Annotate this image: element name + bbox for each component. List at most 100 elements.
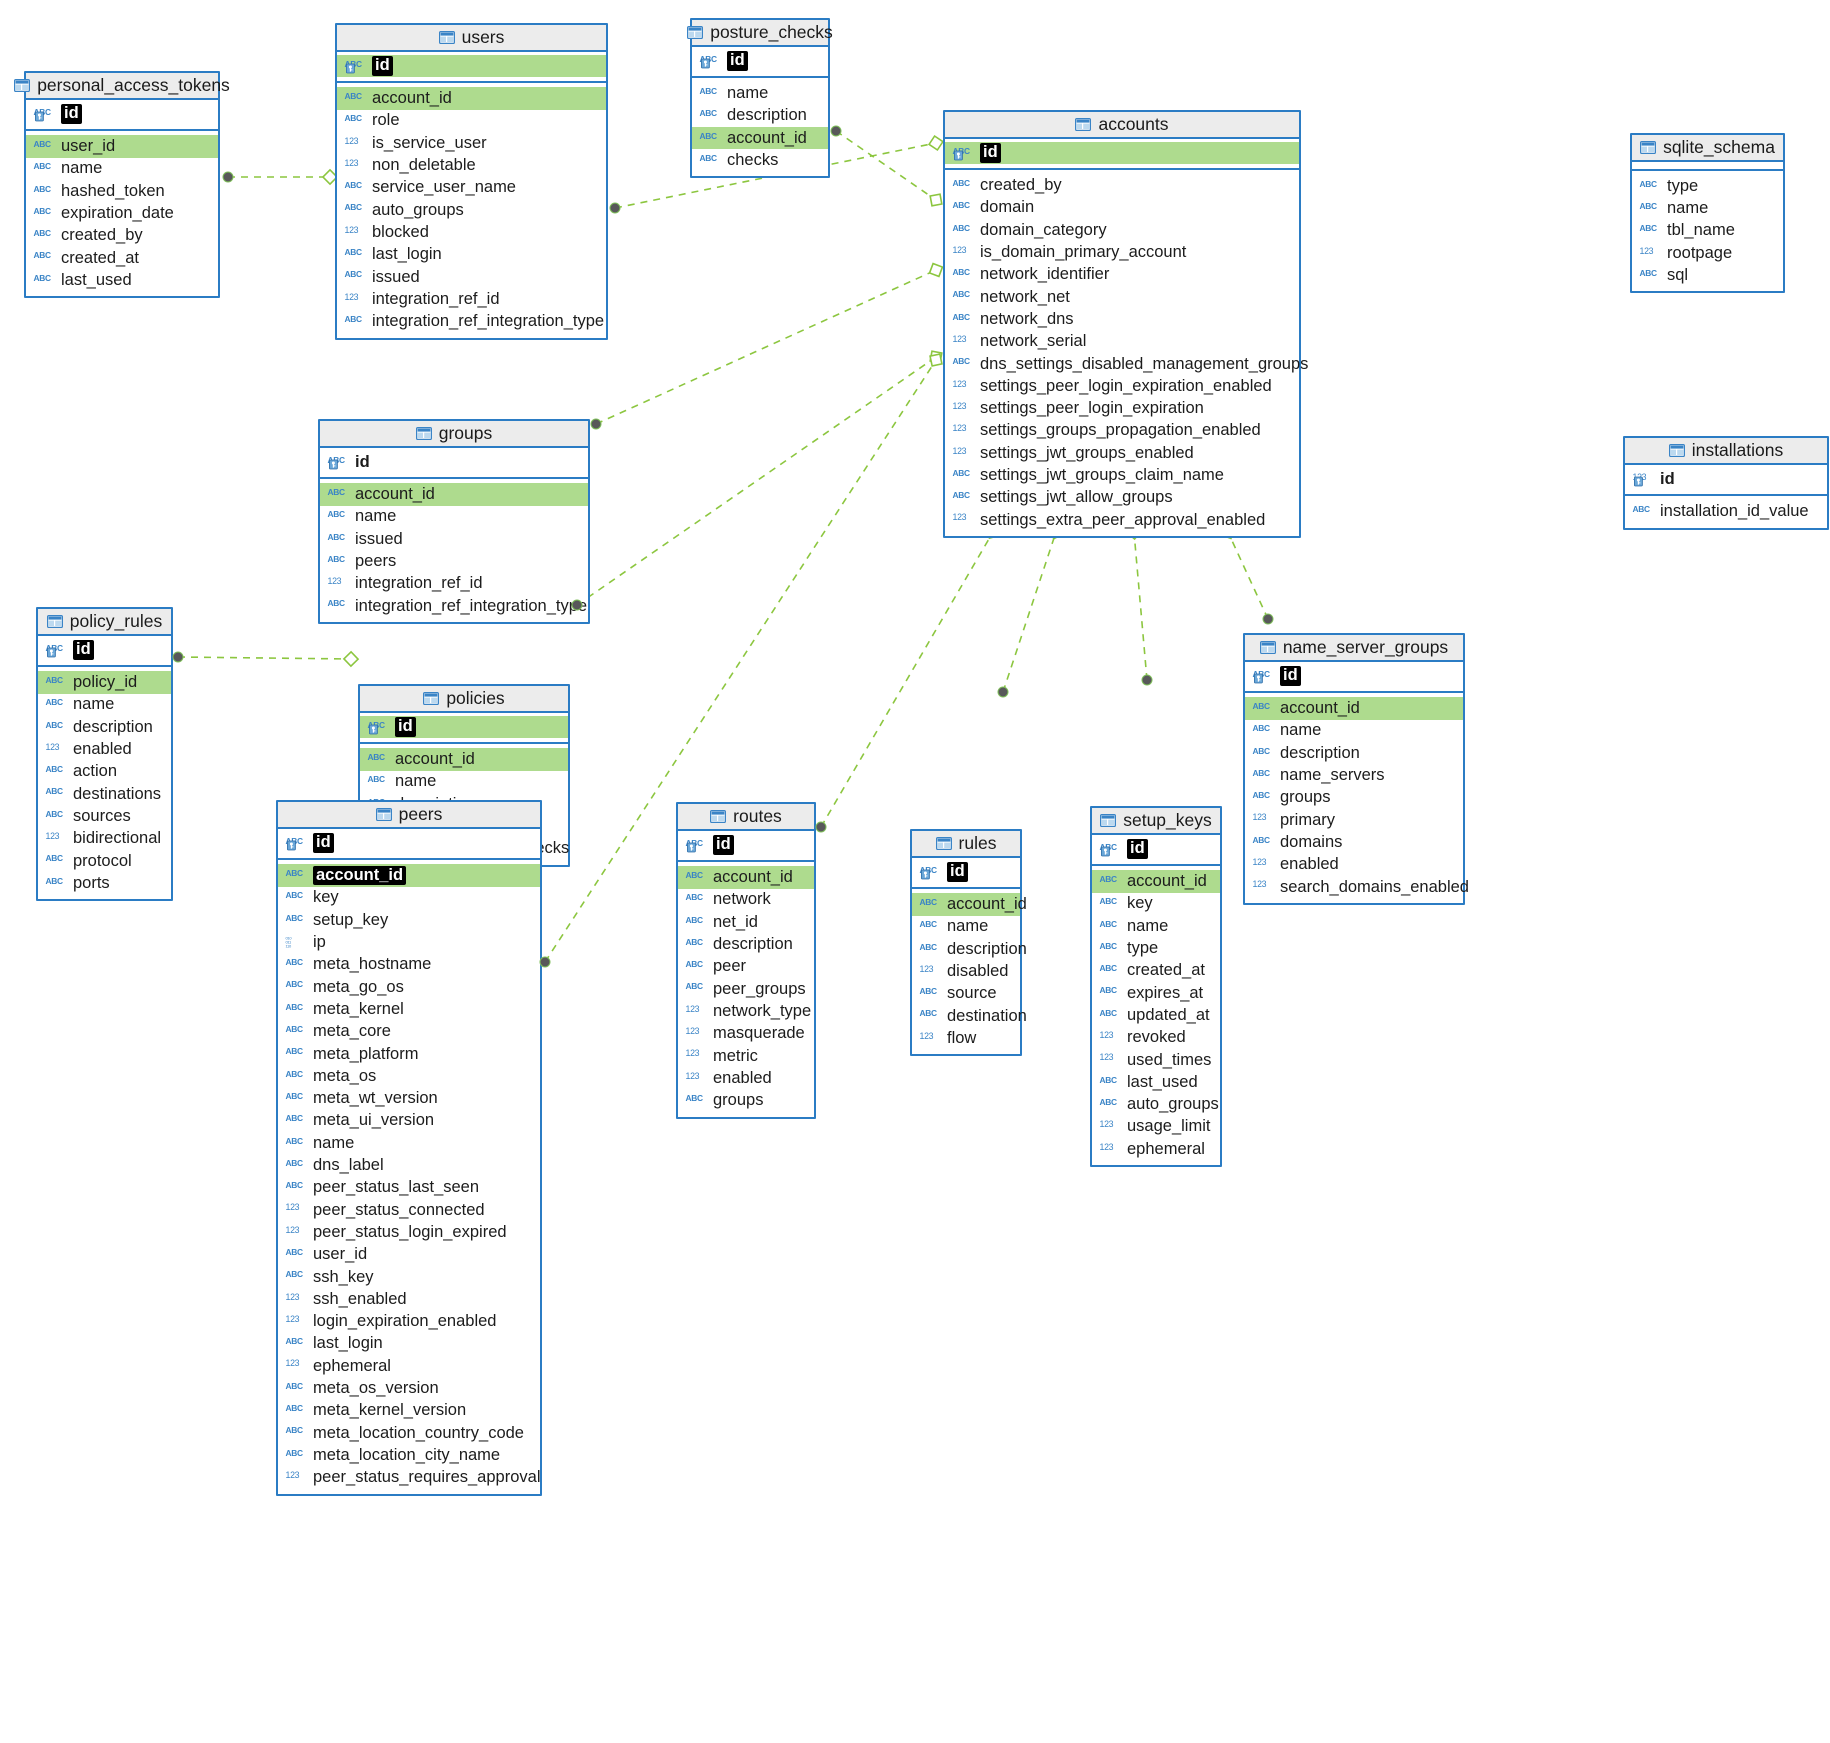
svg-text:ABC: ABC: [34, 184, 51, 194]
abc-type-icon: ABC: [286, 1113, 304, 1123]
table-accounts[interactable]: accountsABCidABCcreated_byABCdomainABCdo…: [943, 110, 1309, 539]
table-name: installations: [1691, 440, 1784, 460]
abc-type-icon: ABC: [345, 247, 363, 257]
svg-text:ABC: ABC: [953, 178, 970, 188]
primary-key-section: 123id: [1625, 465, 1827, 497]
relationship-diamond-marker: [342, 650, 360, 668]
abc-key-type-icon: ABC: [686, 838, 703, 853]
abc-type-icon: ABC: [34, 139, 52, 149]
table-setup_keys[interactable]: setup_keysABCidABCaccount_idABCkeyABCnam…: [1090, 806, 1222, 1168]
svg-text:ABC: ABC: [1253, 835, 1270, 845]
table-rules[interactable]: rulesABCidABCaccount_idABCnameABCdescrip…: [910, 829, 1027, 1057]
column-name: peer_status_login_expired: [313, 1222, 507, 1241]
abc-type-icon: ABC: [46, 697, 64, 707]
svg-text:123: 123: [953, 513, 967, 523]
table-header[interactable]: installations: [1625, 438, 1827, 465]
svg-text:ABC: ABC: [920, 942, 937, 952]
column-name: name: [355, 507, 397, 526]
abc-type-icon: ABC: [46, 720, 64, 730]
table-header[interactable]: users: [337, 25, 606, 52]
abc-type-icon: ABC: [368, 774, 386, 784]
abc-type-icon: ABC: [953, 178, 971, 188]
abc-type-icon: ABC: [368, 752, 386, 762]
123-type-icon: 123: [1100, 1053, 1114, 1063]
table-users[interactable]: usersABCidABCaccount_idABCrole123is_serv…: [335, 23, 608, 340]
svg-text:ABC: ABC: [286, 1069, 303, 1079]
column-name: created_by: [61, 226, 143, 245]
primary-key-section: ABCid: [1245, 662, 1463, 694]
svg-text:ABC: ABC: [686, 892, 703, 902]
column-name: usage_limit: [1127, 1117, 1211, 1136]
column-name: rootpage: [1667, 243, 1733, 262]
column-row: ABCid: [945, 142, 1299, 165]
table-policy_rules[interactable]: policy_rulesABCidABCpolicy_idABCnameABCd…: [36, 607, 173, 902]
svg-text:ABC: ABC: [1100, 1008, 1117, 1018]
123-type-icon: 123: [286, 1292, 300, 1302]
svg-text:123: 123: [686, 1026, 700, 1036]
table-groups[interactable]: groupsABCidABCaccount_idABCnameABCissued…: [318, 419, 590, 625]
123-type-icon: 123: [345, 225, 359, 235]
table-personal_access_tokens[interactable]: personal_access_tokensABCidABCuser_idABC…: [14, 71, 230, 299]
table-header[interactable]: policy_rules: [38, 609, 171, 636]
table-header[interactable]: personal_access_tokens: [14, 73, 230, 100]
table-header[interactable]: posture_checks: [687, 20, 833, 47]
table-posture_checks[interactable]: posture_checksABCidABCnameABCdescription…: [687, 18, 833, 179]
svg-text:ABC: ABC: [46, 854, 63, 864]
table-header[interactable]: sqlite_schema: [1632, 135, 1783, 162]
column-name: network_dns: [980, 309, 1074, 328]
123-type-icon: 123: [1100, 1142, 1114, 1152]
table-header[interactable]: routes: [678, 804, 814, 831]
table-routes[interactable]: routesABCidABCaccount_idABCnetworkABCnet…: [676, 802, 816, 1119]
column-name: account_id: [395, 750, 475, 769]
primary-key-section: ABCid: [320, 448, 588, 480]
table-header[interactable]: groups: [320, 421, 588, 448]
table-header[interactable]: setup_keys: [1092, 808, 1220, 835]
column-name: description: [713, 935, 793, 954]
abc-type-icon: ABC: [286, 1426, 304, 1436]
column-name: masquerade: [713, 1024, 805, 1043]
relationship-source-dot: [590, 418, 602, 430]
svg-text:ABC: ABC: [345, 270, 362, 280]
abc-type-icon: ABC: [1633, 504, 1651, 514]
table-header[interactable]: policies: [360, 686, 568, 713]
table-name: accounts: [1098, 114, 1169, 134]
table-header[interactable]: rules: [912, 831, 1020, 858]
table-name_server_groups[interactable]: name_server_groupsABCidABCaccount_idABCn…: [1243, 633, 1469, 905]
table-header[interactable]: peers: [278, 802, 540, 829]
table-peers[interactable]: peersABCidABCaccount_idABCkeyABCsetup_ke…: [276, 800, 542, 1496]
column-row: ABCid: [337, 55, 606, 78]
123-type-icon: 123: [286, 1359, 300, 1369]
abc-type-icon: ABC: [1100, 1008, 1118, 1018]
column-name: meta_location_country_code: [313, 1423, 524, 1442]
table-installations[interactable]: installations123idABCinstallation_id_val…: [1623, 436, 1829, 530]
relationship-source-dot: [172, 651, 184, 663]
table-header[interactable]: name_server_groups: [1245, 635, 1463, 662]
table-header[interactable]: accounts: [945, 112, 1299, 139]
column-name: settings_jwt_allow_groups: [980, 488, 1173, 507]
column-name: description: [947, 939, 1027, 958]
